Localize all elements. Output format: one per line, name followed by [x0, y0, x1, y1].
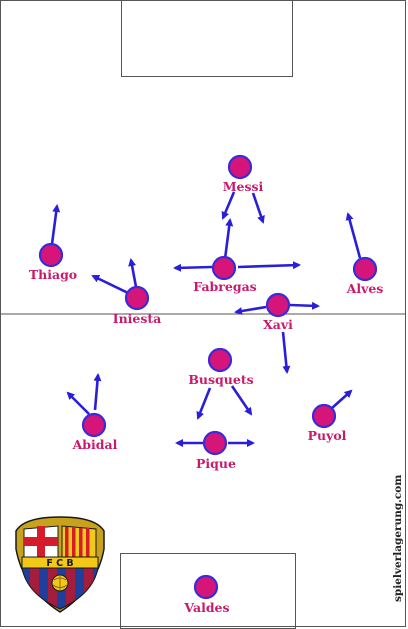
player-xavi[interactable]: Xavi — [263, 292, 293, 332]
arrow — [345, 212, 362, 259]
player-pique[interactable]: Pique — [196, 430, 236, 471]
players: Messi Thiago Fabregas Alves Iniesta Xavi… — [29, 154, 384, 615]
player-marker — [211, 255, 237, 281]
arrow — [251, 192, 265, 224]
player-label: Abidal — [72, 437, 118, 452]
player-label: Iniesta — [113, 311, 162, 326]
player-marker — [311, 403, 337, 429]
player-busquets[interactable]: Busquets — [188, 347, 254, 387]
arrow — [230, 385, 253, 416]
player-label: Busquets — [188, 372, 253, 387]
player-iniesta[interactable]: Iniesta — [113, 285, 162, 326]
arrow — [221, 191, 236, 220]
player-fabregas[interactable]: Fabregas — [193, 255, 257, 294]
player-messi[interactable]: Messi — [223, 154, 264, 194]
arrow — [237, 261, 301, 270]
player-label: Pique — [196, 456, 236, 471]
arrow — [196, 387, 212, 420]
arrow — [289, 301, 320, 310]
player-marker — [81, 412, 107, 438]
arrow — [66, 391, 90, 415]
arrow — [223, 218, 234, 260]
player-marker — [265, 292, 291, 318]
player-marker — [202, 430, 228, 456]
arrow — [281, 331, 291, 374]
player-label: Thiago — [29, 267, 77, 282]
player-marker — [124, 285, 150, 311]
player-valdes[interactable]: Valdes — [183, 574, 230, 615]
player-marker — [38, 242, 64, 268]
player-thiago[interactable]: Thiago — [29, 242, 77, 282]
player-label: Alves — [346, 281, 384, 296]
arrow — [331, 389, 353, 409]
player-alves[interactable]: Alves — [346, 256, 384, 296]
fc-barcelona-crest-icon: F C B — [15, 516, 105, 613]
watermark-text: spielverlagerung.com — [392, 475, 404, 602]
arrow — [93, 373, 102, 411]
arrow — [173, 263, 213, 272]
arrow — [91, 274, 129, 295]
player-marker — [207, 347, 233, 373]
movement-arrows — [50, 191, 362, 447]
arrow — [234, 305, 267, 315]
svg-text:F C B: F C B — [46, 558, 73, 569]
arrow — [128, 258, 138, 288]
player-label: Valdes — [183, 600, 229, 615]
player-marker — [193, 574, 219, 600]
player-marker — [227, 154, 253, 180]
player-label: Fabregas — [193, 279, 256, 294]
top-penalty-box — [121, 0, 293, 77]
player-label: Xavi — [263, 317, 293, 332]
player-abidal[interactable]: Abidal — [72, 412, 118, 452]
player-marker — [352, 256, 378, 282]
player-label: Puyol — [308, 428, 347, 443]
player-label: Messi — [223, 179, 264, 194]
arrow — [50, 204, 61, 245]
player-puyol[interactable]: Puyol — [308, 403, 347, 443]
